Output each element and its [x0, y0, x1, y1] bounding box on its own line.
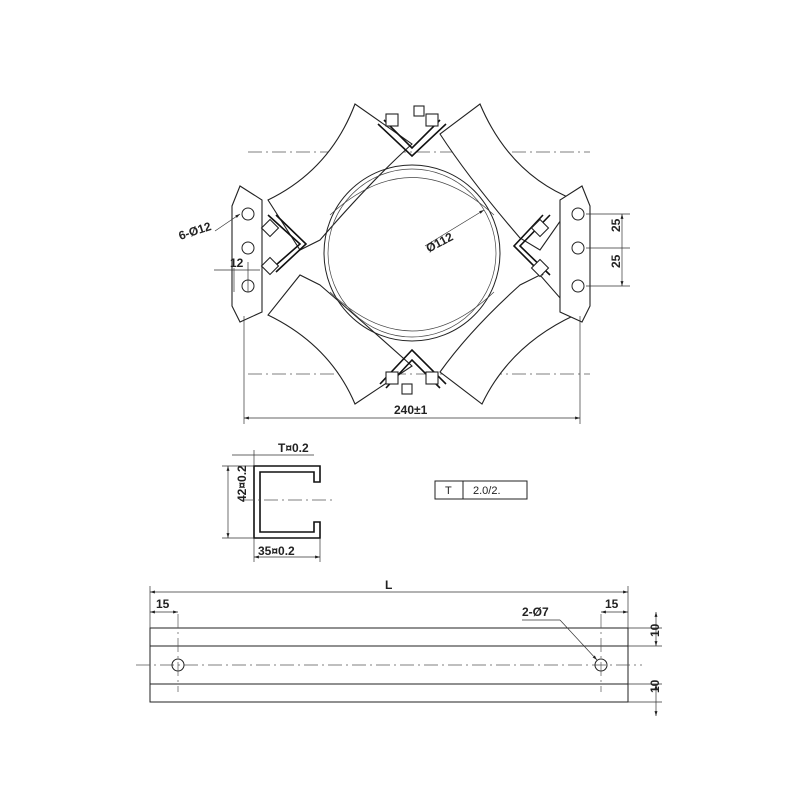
- spec-table-key: T: [445, 485, 452, 497]
- top-bolt-right: [425, 113, 439, 127]
- pipe-outline: [323, 164, 501, 342]
- leader-holes: [214, 213, 241, 232]
- spec-table: T 2.0/2.: [434, 480, 528, 500]
- spec-table-border: [434, 480, 528, 500]
- spec-table-value: 2.0/2.: [473, 485, 501, 497]
- hole-leader: [559, 619, 598, 661]
- label-edge: 12: [230, 256, 244, 270]
- right-channel-bend-inner: [512, 214, 544, 276]
- right-bolt-lower: [530, 258, 550, 278]
- label-pitch-lower: 25: [609, 254, 623, 268]
- bottom-bolt-left: [385, 371, 399, 385]
- label-height: 42¤0.2: [235, 465, 249, 502]
- top-channel-bend-inner: [383, 119, 441, 150]
- label-strip-holes: 2-Ø7: [522, 605, 549, 619]
- pipe-inner-outline: [327, 168, 497, 338]
- left-channel-bend-inner: [275, 214, 308, 273]
- arm-bottom-left: [267, 274, 413, 405]
- arm-top-left: [267, 103, 413, 251]
- label-holes: 6-Ø12: [177, 219, 213, 243]
- saddle-bottom: [329, 291, 495, 332]
- label-pitch-upper: 25: [609, 218, 623, 232]
- label-thickness: T¤0.2: [278, 441, 309, 455]
- top-nut: [413, 105, 425, 117]
- label-band-bottom: 10: [648, 679, 662, 693]
- label-band-top: 10: [648, 623, 662, 637]
- right-bracket-plate: [559, 185, 591, 323]
- channel-profile: [253, 465, 321, 539]
- strip-view: L 15 15 2-Ø7 10 10: [136, 578, 662, 716]
- arm-top-right: [439, 103, 576, 251]
- leader-diameter: [424, 209, 485, 247]
- right-hole-upper: [571, 207, 585, 221]
- left-bolt-upper: [260, 218, 280, 238]
- right-hole-lower: [571, 279, 585, 293]
- saddle-top: [329, 177, 495, 216]
- left-hole-middle: [241, 241, 255, 255]
- top-channel-bend: [377, 123, 447, 158]
- label-width35: 35¤0.2: [258, 544, 295, 558]
- arm-bottom-right: [439, 274, 576, 405]
- label-diameter: Ø112: [424, 229, 456, 255]
- left-channel-bend: [267, 214, 302, 273]
- clamp-top-view: 6-Ø12 Ø112 12 25 25 240±1: [177, 103, 630, 424]
- top-bolt-left: [385, 113, 399, 127]
- channel-section-view: T¤0.2 42¤0.2 35¤0.2: [222, 441, 334, 562]
- label-offset-left: 15: [156, 597, 170, 611]
- right-bolt-upper: [530, 218, 550, 238]
- bottom-bolt-right: [425, 371, 439, 385]
- label-width: 240±1: [394, 403, 428, 417]
- bottom-nut: [401, 383, 413, 395]
- right-hole-middle: [571, 241, 585, 255]
- label-offset-right: 15: [605, 597, 619, 611]
- label-length: L: [385, 578, 392, 592]
- left-bolt-lower: [260, 256, 280, 276]
- left-hole-upper: [241, 207, 255, 221]
